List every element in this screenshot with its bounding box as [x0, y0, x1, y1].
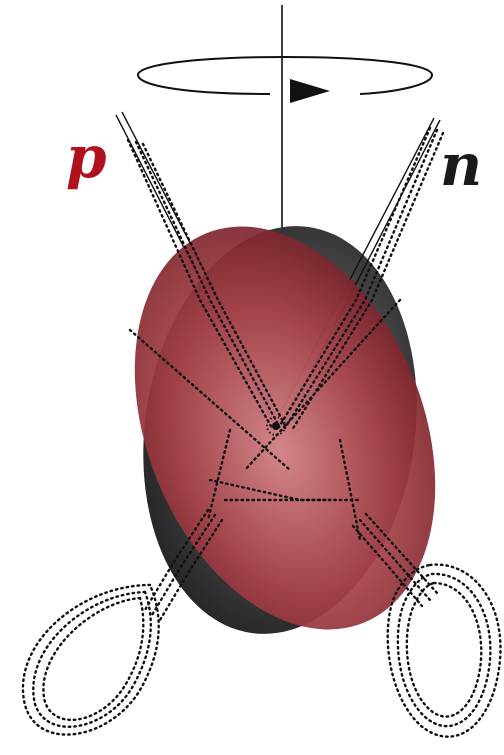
dotted-shear-structure: [126, 126, 445, 622]
proton-label: p: [66, 123, 107, 191]
right-handle-loop: [386, 563, 502, 738]
pivot-icon: [266, 416, 286, 436]
neutron-label: n: [440, 131, 483, 199]
left-handle-loop: [21, 583, 160, 736]
rotation-arrow: [136, 55, 434, 103]
